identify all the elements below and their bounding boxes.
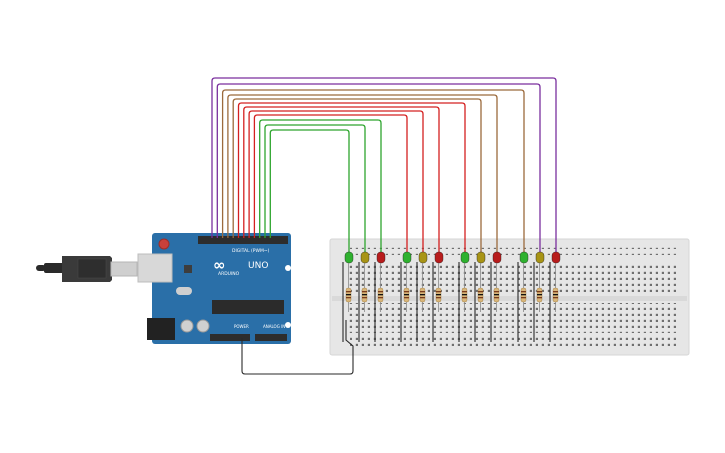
ground-wire-main — [241, 320, 354, 375]
led-yellow — [360, 251, 370, 264]
resistor-band — [462, 297, 467, 299]
resistor-band — [378, 294, 383, 296]
uno-model: UNO — [248, 261, 268, 271]
resistor-band — [346, 294, 351, 296]
resistor-band — [378, 291, 383, 293]
pcb — [152, 233, 291, 344]
signal-wire — [269, 129, 350, 254]
resistor-band — [404, 291, 409, 293]
analog-label: ANALOG IN — [263, 324, 285, 329]
breadboard-holes-lower — [348, 303, 678, 333]
resistor-band — [404, 294, 409, 296]
resistor-band — [521, 294, 526, 296]
resistor-band — [494, 294, 499, 296]
signal-wire — [227, 94, 498, 254]
led-yellow — [535, 251, 545, 264]
led-red — [376, 251, 386, 264]
resistor-band — [462, 291, 467, 293]
mount-hole — [285, 322, 291, 328]
digital-header-label: DIGITAL (PWM~) — [232, 248, 270, 254]
breadboard-bottom-rails — [350, 337, 676, 347]
signal-wire — [248, 110, 424, 254]
arduino-board[interactable]: DIGITAL (PWM~) ∞ ARDUINO UNO POWER ANALO… — [137, 233, 291, 344]
power-header — [210, 334, 250, 341]
resistor-band — [494, 297, 499, 299]
led-red — [492, 251, 502, 264]
led-yellow — [476, 251, 486, 264]
logo-symbol: ∞ — [213, 256, 226, 274]
reset-button[interactable] — [158, 238, 170, 250]
led-red — [434, 251, 444, 264]
arduino-brand: ARDUINO — [218, 271, 240, 277]
atmega-chip — [212, 300, 284, 314]
crystal — [176, 287, 192, 295]
resistor-band — [537, 294, 542, 296]
resistor-band — [494, 291, 499, 293]
resistor-band — [537, 291, 542, 293]
components — [344, 251, 561, 312]
resistor-band — [478, 297, 483, 299]
resistor-band — [521, 291, 526, 293]
led-green — [460, 251, 470, 264]
resistor-band — [362, 297, 367, 299]
resistor-band — [436, 291, 441, 293]
digital-header — [198, 236, 288, 244]
resistor-band — [521, 297, 526, 299]
signal-wire — [253, 114, 408, 254]
led-green — [519, 251, 529, 264]
signal-wire — [237, 102, 466, 254]
capacitor-3 — [196, 319, 210, 333]
usb-cable[interactable] — [36, 256, 138, 282]
resistor-band — [362, 294, 367, 296]
power-label: POWER — [234, 324, 249, 329]
resistor-band — [362, 291, 367, 293]
signal-wire — [221, 89, 525, 254]
led-red — [551, 251, 561, 264]
signal-wire — [211, 77, 557, 254]
resistor-band — [420, 294, 425, 296]
capacitor-1 — [184, 265, 192, 273]
resistor-band — [436, 294, 441, 296]
resistor-band — [478, 294, 483, 296]
resistor-band — [478, 291, 483, 293]
capacitor-2 — [180, 319, 194, 333]
analog-header — [255, 334, 287, 341]
wires — [211, 77, 557, 375]
resistor-band — [553, 297, 558, 299]
usb-jack — [137, 253, 173, 283]
resistor-band — [553, 291, 558, 293]
signal-wire — [264, 124, 366, 254]
resistor-band — [378, 297, 383, 299]
usb-plug-metal — [110, 261, 138, 277]
led-green — [344, 251, 354, 264]
power-jack — [147, 318, 175, 340]
usb-cable-tail — [36, 265, 46, 271]
resistor-band — [346, 297, 351, 299]
usb-cable-wire — [44, 263, 66, 273]
resistor-band — [346, 291, 351, 293]
resistor-band — [553, 294, 558, 296]
led-green — [402, 251, 412, 264]
signal-wire — [232, 98, 482, 254]
mount-hole — [285, 265, 291, 271]
signal-wire — [216, 83, 541, 254]
breadboard-top-rails — [340, 243, 678, 255]
resistor-band — [436, 297, 441, 299]
usb-plug-grip — [77, 258, 107, 279]
resistor-band — [404, 297, 409, 299]
resistor-band — [462, 294, 467, 296]
resistor-band — [537, 297, 542, 299]
signal-wire — [259, 119, 382, 254]
signal-wire — [243, 106, 440, 254]
led-yellow — [418, 251, 428, 264]
breadboard[interactable] — [329, 238, 690, 356]
resistor-band — [420, 291, 425, 293]
breadboard-holes-upper — [348, 264, 678, 294]
resistor-band — [420, 297, 425, 299]
breadboard-center-channel — [332, 296, 687, 301]
